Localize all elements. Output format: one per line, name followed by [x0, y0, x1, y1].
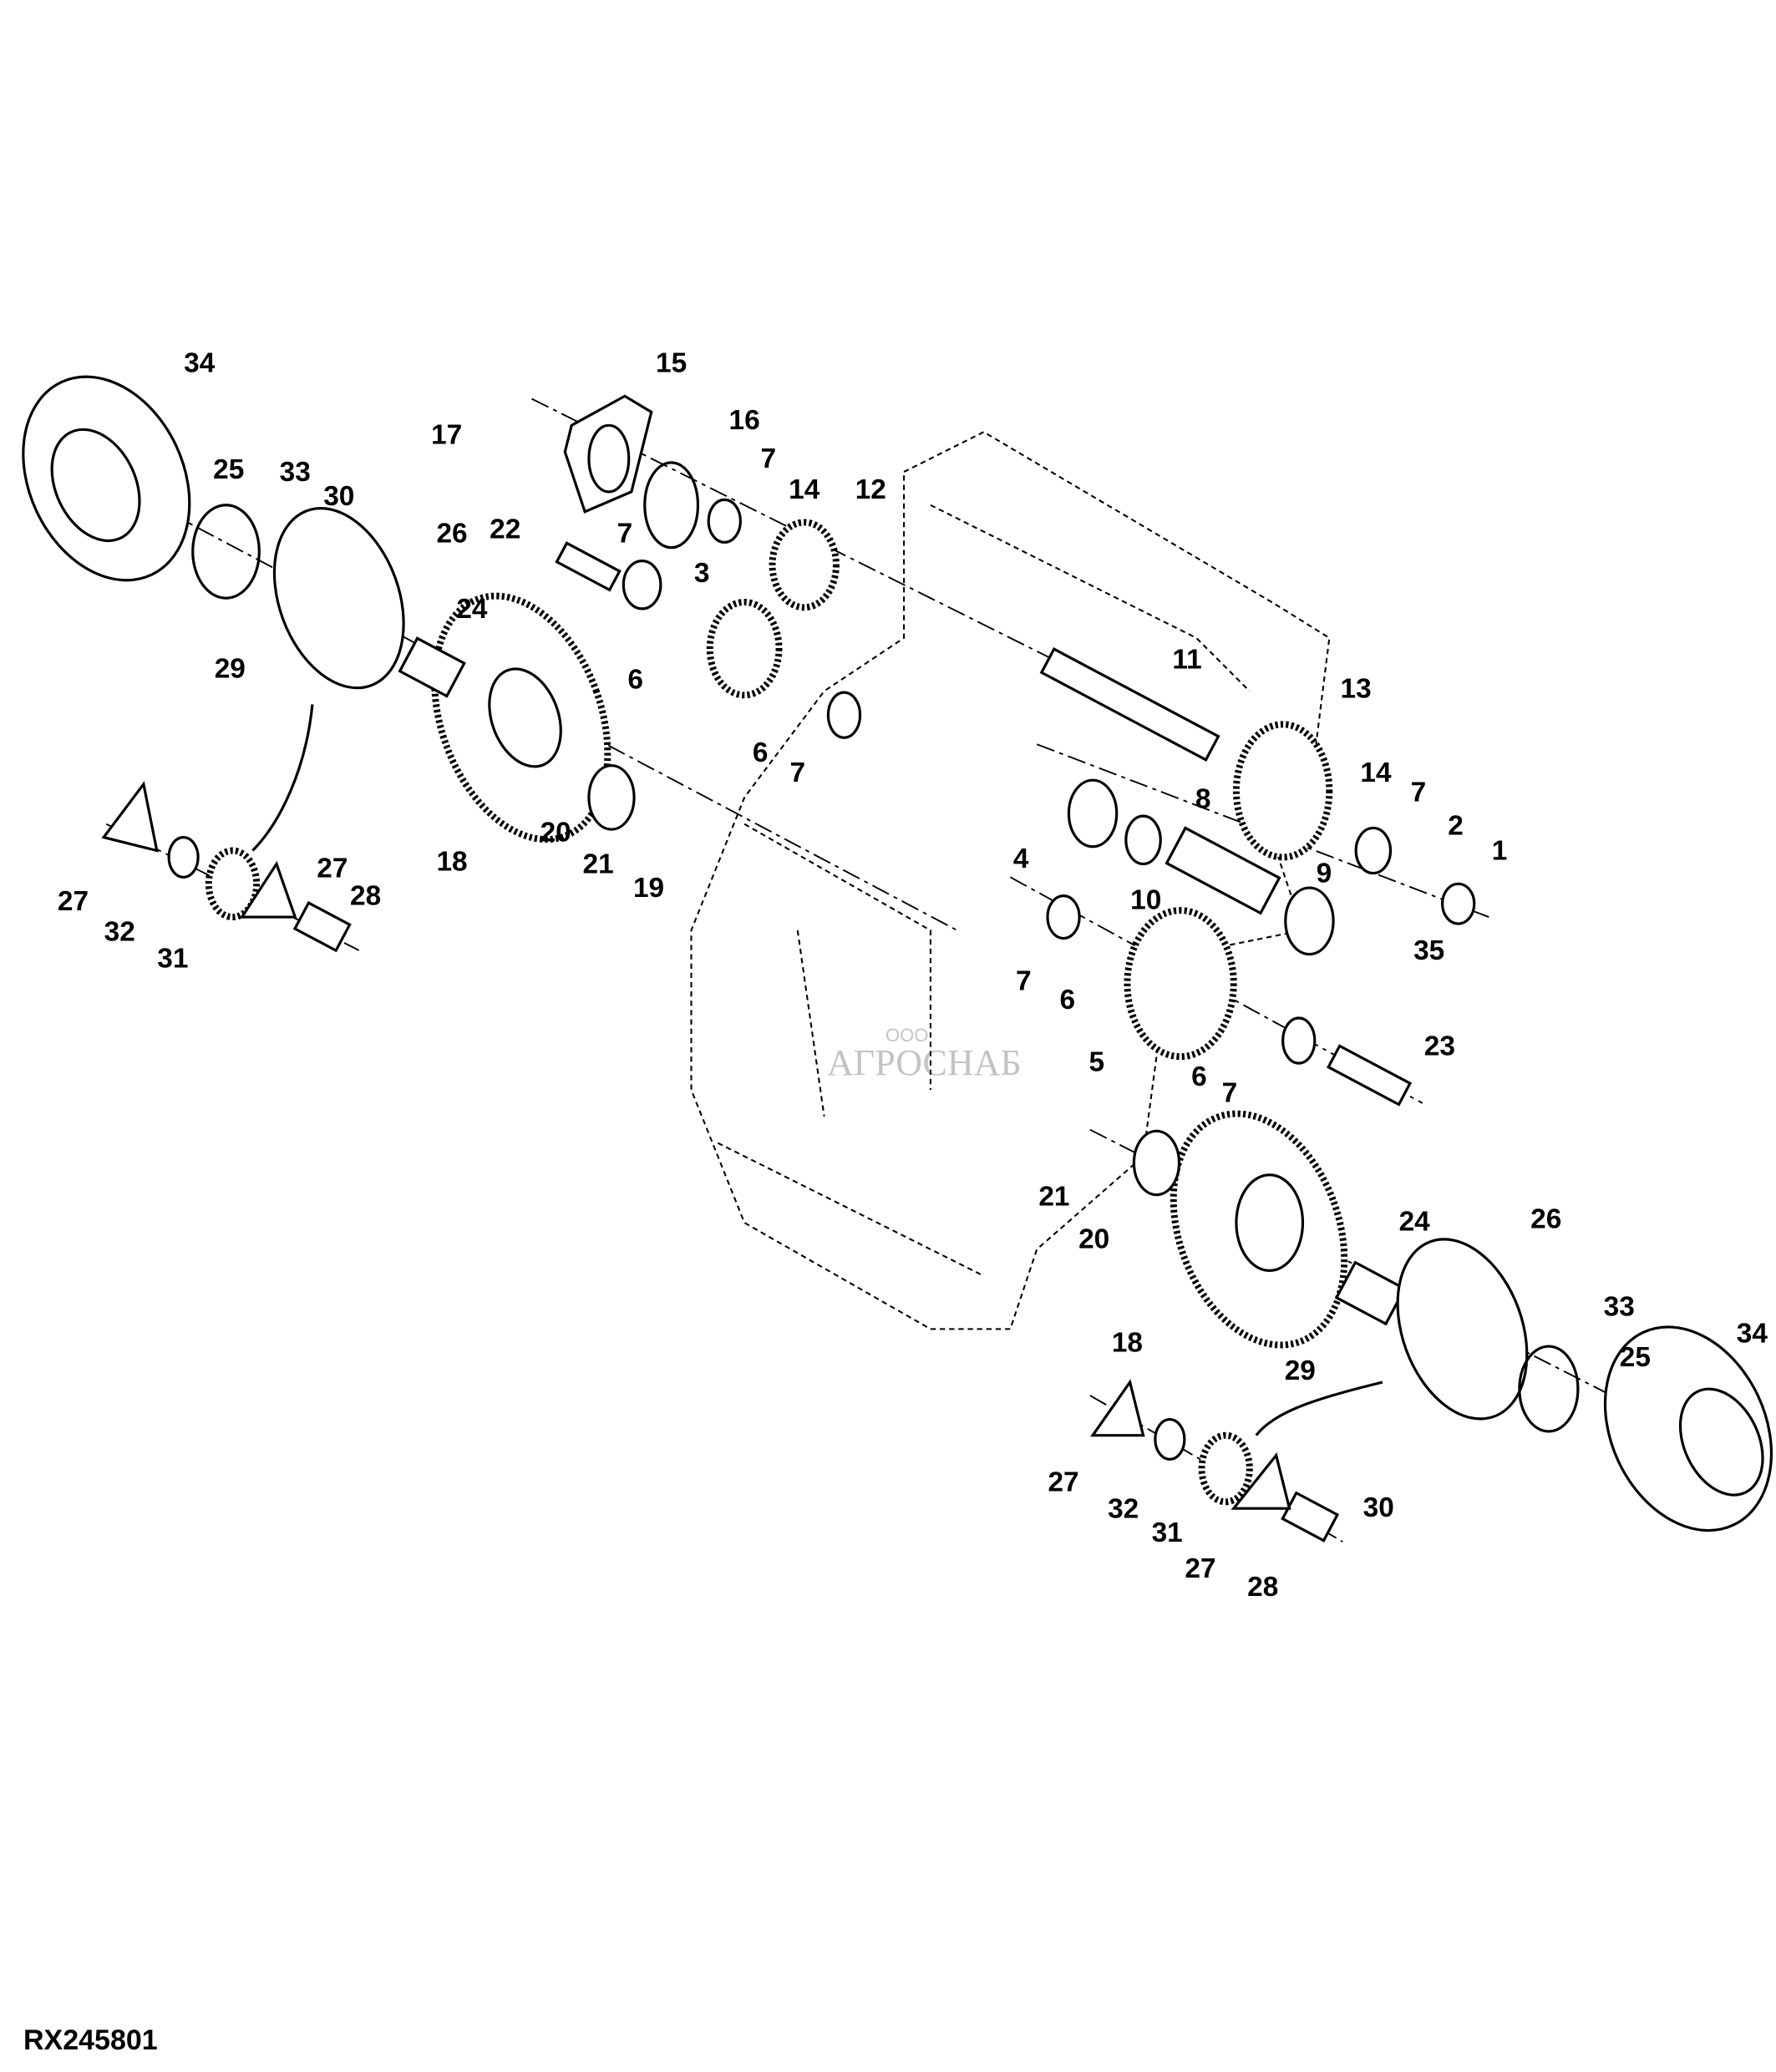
callout: 30: [323, 481, 354, 512]
callout: 34: [1737, 1318, 1768, 1349]
shaft-11: [1039, 646, 1220, 762]
callout: 6: [1191, 1061, 1207, 1092]
callout: 22: [490, 514, 520, 545]
planet-gear-31-upper: [205, 847, 261, 921]
callout: 32: [1108, 1493, 1139, 1524]
callout: 15: [656, 348, 687, 379]
snap-ring-33-upper: [191, 504, 261, 600]
arrow-lower: [1255, 1380, 1383, 1436]
callout: 21: [1038, 1181, 1069, 1212]
callout: 35: [1413, 935, 1444, 966]
callout: 7: [1411, 778, 1427, 808]
callout: 20: [1078, 1223, 1109, 1254]
planet-carrier-upper: [272, 507, 405, 690]
callout: 25: [1620, 1342, 1651, 1373]
watermark-name: АГРОСНАБ: [827, 1042, 1022, 1083]
callout: 13: [1341, 674, 1372, 705]
callout: 27: [1048, 1467, 1078, 1498]
callout: 4: [1013, 843, 1029, 874]
callout: 8: [1195, 784, 1211, 815]
callout: 27: [1185, 1553, 1215, 1584]
callout: 28: [1247, 1572, 1278, 1603]
figure-id: RX245801: [23, 2024, 158, 2056]
o-ring-16: [643, 461, 700, 550]
callout: 10: [1130, 885, 1161, 916]
callout: 11: [1172, 645, 1201, 676]
callout: 31: [157, 944, 188, 975]
engine-block-outline: [690, 431, 1331, 1330]
callout: 26: [1530, 1203, 1561, 1234]
callout: 6: [753, 737, 769, 768]
shaft-23: [1327, 1044, 1413, 1107]
callout: 18: [1112, 1327, 1143, 1358]
callout: 7: [760, 443, 776, 474]
callout: 2: [1448, 810, 1464, 841]
callout: 14: [789, 474, 820, 505]
bearing-4: [1067, 778, 1119, 849]
callout: 5: [1089, 1047, 1105, 1078]
bearing-20-upper: [587, 764, 636, 831]
callout: 26: [436, 518, 467, 549]
callout: 16: [729, 405, 760, 436]
shaft-8: [1165, 826, 1281, 915]
gear-13: [1232, 721, 1333, 861]
callout: 31: [1152, 1517, 1183, 1548]
arrow-upper: [251, 704, 314, 852]
watermark-prefix: ООО: [885, 1025, 929, 1046]
bushing-24-lower: [1334, 1260, 1407, 1326]
callout: 3: [694, 558, 710, 589]
callout: 32: [104, 917, 135, 948]
callout: 33: [1604, 1291, 1635, 1322]
callout: 6: [1060, 985, 1076, 1016]
shaft-22: [555, 541, 622, 592]
callout: 21: [583, 849, 614, 880]
callout: 27: [58, 886, 89, 917]
callout: 1: [1492, 836, 1508, 867]
callout: 14: [1360, 757, 1392, 788]
bushing-24-upper: [398, 636, 466, 698]
planet-carrier-lower: [1396, 1238, 1529, 1421]
callout: 33: [280, 457, 311, 488]
callout: 23: [1424, 1031, 1455, 1062]
callout: 19: [633, 873, 664, 904]
callout: 12: [855, 474, 886, 505]
callout: 6: [627, 664, 643, 695]
gear-5: [1124, 907, 1237, 1061]
callout-labels: 34 25 33 30 26 29 24 17 15 16 7 14 12 22…: [58, 348, 1768, 1603]
callout: 7: [1016, 966, 1032, 997]
callout: 28: [350, 881, 381, 912]
callout: 25: [213, 454, 244, 485]
callout: 29: [1285, 1355, 1316, 1386]
callout: 18: [436, 846, 467, 877]
parts: [22, 375, 1773, 1543]
callout: 30: [1363, 1492, 1394, 1523]
callout: 7: [617, 518, 633, 549]
callout: 20: [540, 817, 571, 848]
bearing-20-lower: [1132, 1129, 1181, 1197]
callout: 7: [789, 757, 805, 788]
watermark-logo: ООО АГРОСНАБ: [794, 990, 1044, 1090]
bearing-10: [1124, 814, 1162, 866]
callout: 9: [1317, 859, 1332, 889]
planet-gear-31-lower: [1198, 1431, 1253, 1506]
bearing-9: [1284, 886, 1335, 956]
callout: 24: [456, 594, 488, 625]
callout: 7: [1222, 1077, 1238, 1108]
callout: 24: [1399, 1207, 1431, 1238]
gear-12: [769, 519, 840, 611]
callout: 27: [317, 853, 348, 884]
snap-ring-33-lower: [1518, 1345, 1580, 1433]
gear-3: [706, 598, 783, 699]
callout: 34: [184, 348, 216, 379]
callout: 17: [431, 420, 462, 451]
callout: 29: [215, 654, 246, 685]
